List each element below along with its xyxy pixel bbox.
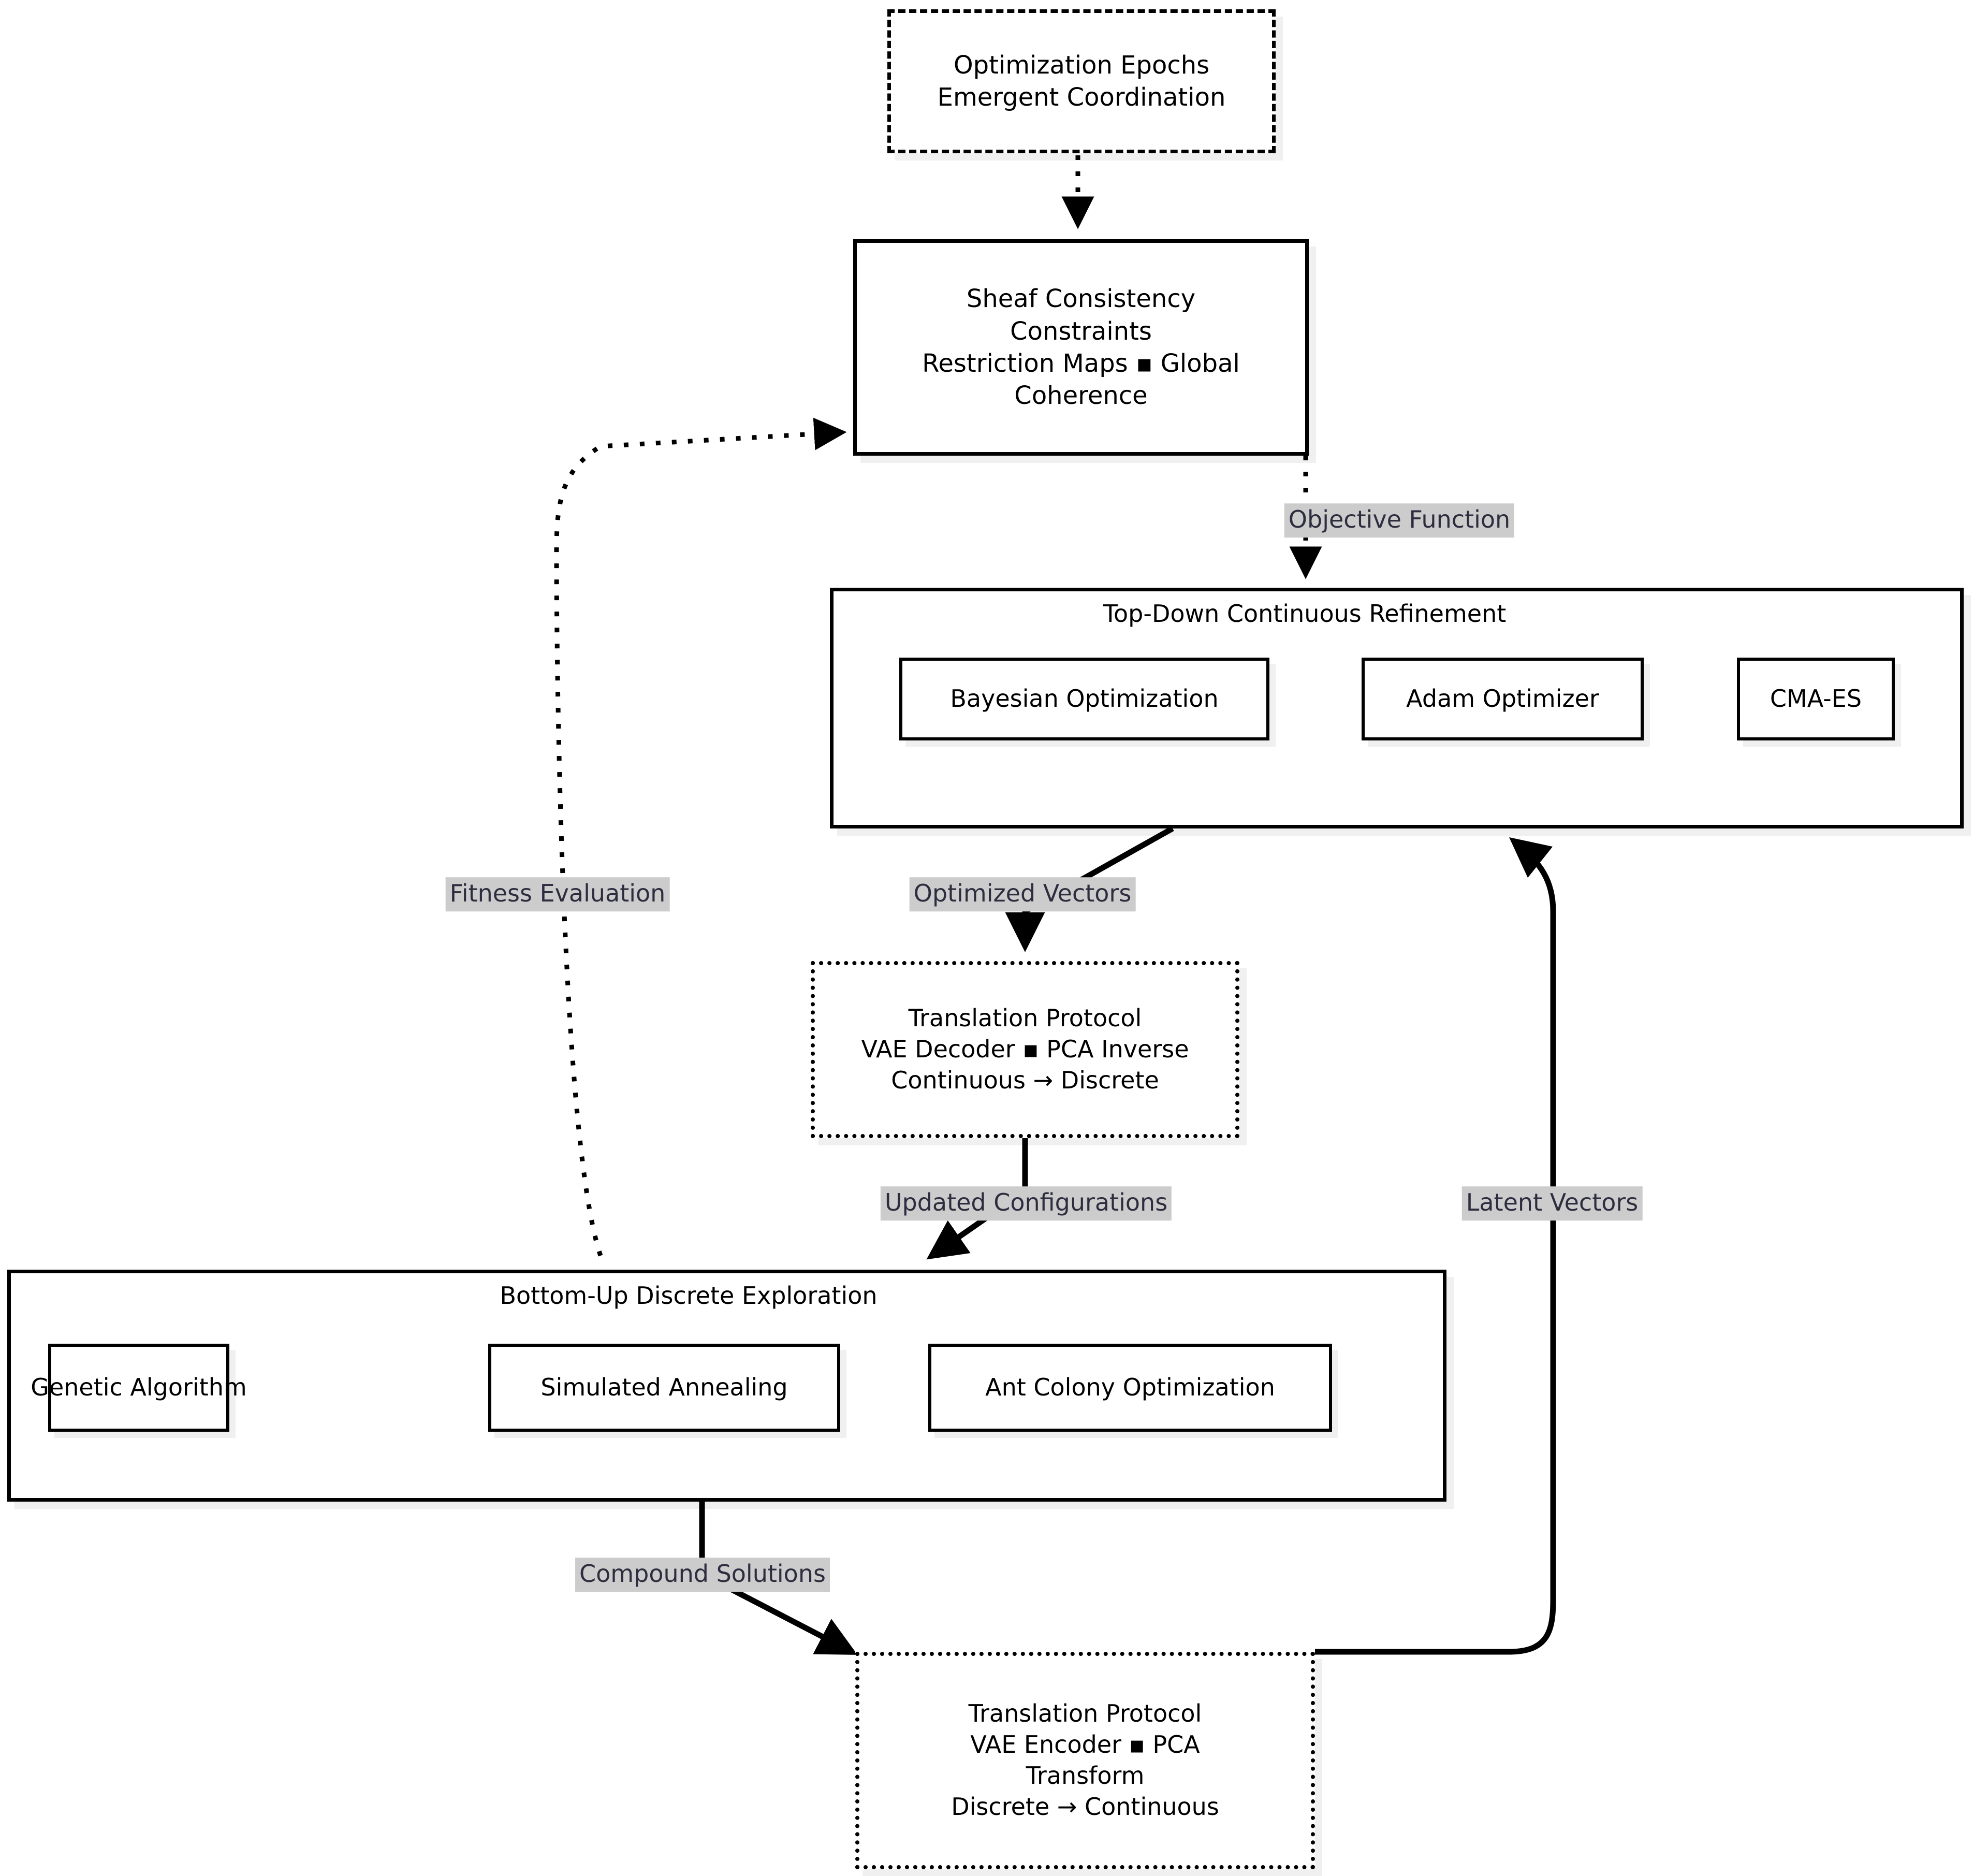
node-line-4: Discrete → Continuous — [951, 1792, 1219, 1821]
edge-encode-to-topdown — [1315, 837, 1556, 1655]
node-line-1: Optimization Epochs — [953, 50, 1210, 80]
edge-label-optimized-vectors: Optimized Vectors — [909, 877, 1136, 911]
node-translation-protocol-encode[interactable]: Translation Protocol VAE Encoder ▪ PCA T… — [855, 1652, 1315, 1869]
node-label: Bayesian Optimization — [950, 685, 1219, 713]
node-line-3: Transform — [1026, 1762, 1145, 1790]
node-sheaf-consistency[interactable]: Sheaf Consistency Constraints Restrictio… — [853, 239, 1309, 456]
node-label: CMA-ES — [1770, 685, 1862, 713]
node-line-3: Continuous → Discrete — [891, 1066, 1159, 1094]
edge-label-latent-vectors: Latent Vectors — [1461, 1186, 1643, 1220]
node-label: Adam Optimizer — [1406, 685, 1599, 713]
node-line-1: Translation Protocol — [968, 1699, 1202, 1728]
node-line-2: Constraints — [1010, 316, 1152, 346]
edge-bottomup-to-sheaf — [554, 417, 847, 1257]
node-label: Simulated Annealing — [540, 1373, 788, 1402]
node-line-4: Coherence — [1014, 381, 1148, 411]
edge-label-fitness-evaluation: Fitness Evaluation — [445, 877, 670, 911]
node-optimization-epochs[interactable]: Optimization Epochs Emergent Coordinatio… — [887, 9, 1276, 153]
node-simulated-annealing[interactable]: Simulated Annealing — [488, 1344, 840, 1432]
node-bayesian-optimization[interactable]: Bayesian Optimization — [899, 658, 1269, 740]
node-label: Genetic Algorithm — [31, 1373, 247, 1402]
node-line-2: Emergent Coordination — [937, 83, 1226, 112]
node-label: Ant Colony Optimization — [985, 1373, 1275, 1402]
node-translation-protocol-decode[interactable]: Translation Protocol VAE Decoder ▪ PCA I… — [811, 961, 1239, 1138]
node-line-1: Sheaf Consistency — [966, 284, 1196, 314]
node-line-2: VAE Encoder ▪ PCA — [970, 1730, 1200, 1759]
edge-label-updated-configurations: Updated Configurations — [880, 1186, 1172, 1220]
node-genetic-algorithm[interactable]: Genetic Algorithm — [31, 1344, 247, 1432]
node-adam-optimizer[interactable]: Adam Optimizer — [1362, 658, 1644, 740]
node-line-1: Translation Protocol — [908, 1004, 1142, 1032]
edge-label-compound-solutions: Compound Solutions — [575, 1558, 830, 1592]
edge-label-objective-function: Objective Function — [1284, 503, 1515, 537]
node-line-3: Restriction Maps ▪ Global — [922, 349, 1240, 378]
node-line-2: VAE Decoder ▪ PCA Inverse — [861, 1035, 1189, 1064]
node-cma-es[interactable]: CMA-ES — [1737, 658, 1895, 740]
node-ant-colony-optimization[interactable]: Ant Colony Optimization — [928, 1344, 1332, 1432]
